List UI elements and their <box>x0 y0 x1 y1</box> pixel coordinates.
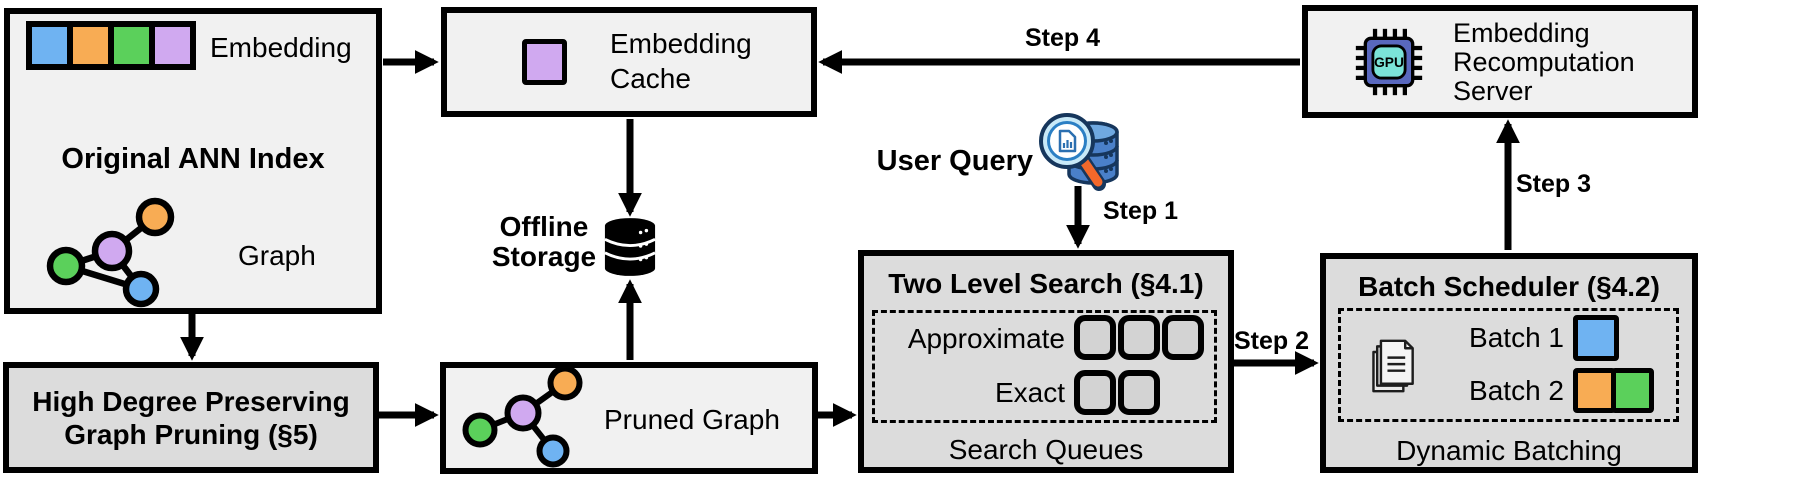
embedding-cell-purple <box>152 24 193 67</box>
dynamic-batching-panel: Batch 1 Batch 2 <box>1338 308 1679 422</box>
two-level-search-box: Two Level Search (§4.1) Approximate Exac… <box>858 250 1234 473</box>
gpu-chip-text: GPU <box>1374 55 1404 70</box>
graph-nodes-icon <box>462 368 583 468</box>
magnifier-database-icon <box>1039 113 1119 191</box>
batch-scheduler-box: Batch Scheduler (§4.2) Batch 1 Batch 2 D… <box>1320 253 1698 473</box>
approximate-queue-slots <box>1074 315 1206 360</box>
batch1-label: Batch 1 <box>1469 322 1564 353</box>
graph-pruning-title: High Degree Preserving Graph Pruning (§5… <box>32 385 350 450</box>
graph-label: Graph <box>238 240 316 271</box>
embedding-cache-box: Embedding Cache <box>441 7 817 117</box>
step1-label: Step 1 <box>1103 197 1179 225</box>
exact-queue-slots <box>1074 370 1162 415</box>
queue-slot <box>1118 370 1160 415</box>
search-queues-footer: Search Queues <box>948 434 1144 465</box>
batch1-square-blue <box>1573 315 1619 361</box>
original-ann-index-box: Embedding Original ANN Index Graph <box>4 8 382 314</box>
graph-pruning-box: High Degree Preserving Graph Pruning (§5… <box>3 362 379 473</box>
exact-label: Exact <box>994 377 1065 408</box>
step4-label: Step 4 <box>1024 24 1101 52</box>
batch2-square-orange <box>1573 368 1616 413</box>
batch-scheduler-title: Batch Scheduler (§4.2) <box>1358 271 1660 302</box>
queue-slot <box>1074 370 1116 415</box>
offline-storage-label: Offline Storage <box>491 211 597 272</box>
recompute-server-label: Embedding Recomputation Server <box>1453 18 1635 106</box>
embedding-label: Embedding <box>210 32 352 63</box>
embedding-cell-green <box>111 24 152 67</box>
step3-label: Step 3 <box>1516 170 1592 198</box>
batch2-label: Batch 2 <box>1469 375 1564 406</box>
gpu-chip-icon: GPU <box>1355 28 1423 96</box>
two-level-search-title: Two Level Search (§4.1) <box>888 268 1204 299</box>
embedding-cache-label: Embedding Cache <box>610 28 752 94</box>
recompute-server-box: GPU Embedding Recomputation Server <box>1302 5 1698 118</box>
queue-slot <box>1074 315 1116 360</box>
embedding-cell-blue <box>29 24 70 67</box>
documents-icon <box>1372 339 1414 393</box>
user-query-label: User Query <box>876 145 1033 177</box>
batch2-square-green <box>1611 368 1654 413</box>
embedding-cell-orange <box>70 24 111 67</box>
pruned-graph-label: Pruned Graph <box>604 404 780 435</box>
cached-embedding-square <box>522 39 567 85</box>
queue-slot <box>1118 315 1160 360</box>
graph-nodes-icon <box>46 197 175 308</box>
approximate-label: Approximate <box>907 323 1065 354</box>
search-queues-panel: Approximate Exact <box>872 310 1217 423</box>
step2-label: Step 2 <box>1234 327 1310 355</box>
dynamic-batching-footer: Dynamic Batching <box>1396 435 1622 466</box>
ann-index-title: Original ANN Index <box>61 143 325 175</box>
queue-slot <box>1162 315 1204 360</box>
batch2-squares <box>1573 368 1654 413</box>
embedding-vector-icon <box>26 21 196 70</box>
database-icon <box>604 218 656 276</box>
pruned-graph-box: Pruned Graph <box>440 362 818 474</box>
